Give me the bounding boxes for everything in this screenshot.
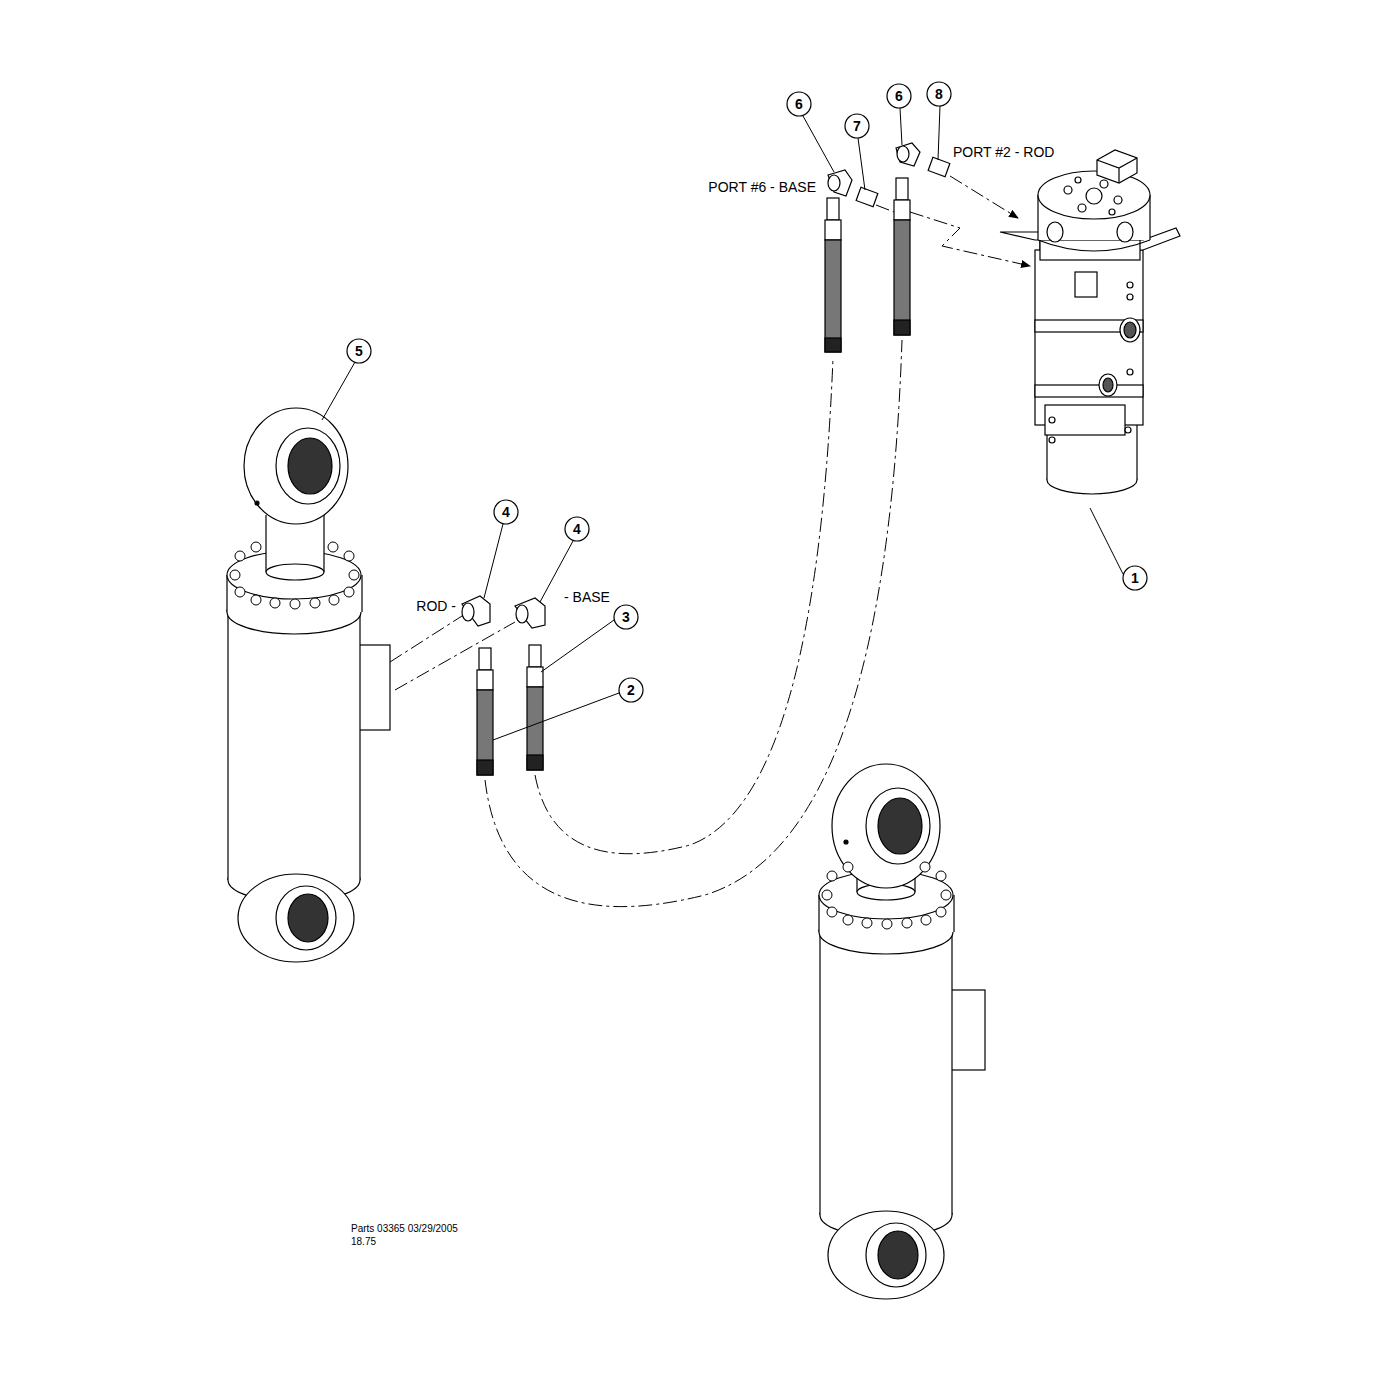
port-label: PORT #2 - ROD [951,144,1056,160]
leader-line [322,106,1123,740]
rotary-manifold [1000,150,1180,494]
callout-number: 7 [853,119,861,133]
port-label: - BASE [562,589,612,605]
drawing-note: 18.75 [349,1236,378,1248]
callout-number: 5 [355,344,363,358]
callout-number: 4 [502,505,510,519]
callout-number: 6 [895,89,903,103]
callout-circle [347,82,1147,702]
callout-number: 4 [573,522,581,536]
hydraulic-cylinder [819,764,985,1299]
port-label: PORT #6 - BASE [706,179,818,195]
drawing-note: Parts 03365 03/29/2005 [349,1223,460,1235]
callout-number: 1 [1131,571,1139,585]
routing-line [390,176,1030,907]
callout-number: 2 [627,683,635,697]
callout-number: 3 [622,610,630,624]
callout-number: 6 [795,97,803,111]
hydraulic-cylinder [227,408,390,962]
hydraulic-hose [477,178,910,775]
port-label: ROD - [414,598,458,614]
callout-number: 8 [935,87,943,101]
hose-fitting [462,143,950,628]
